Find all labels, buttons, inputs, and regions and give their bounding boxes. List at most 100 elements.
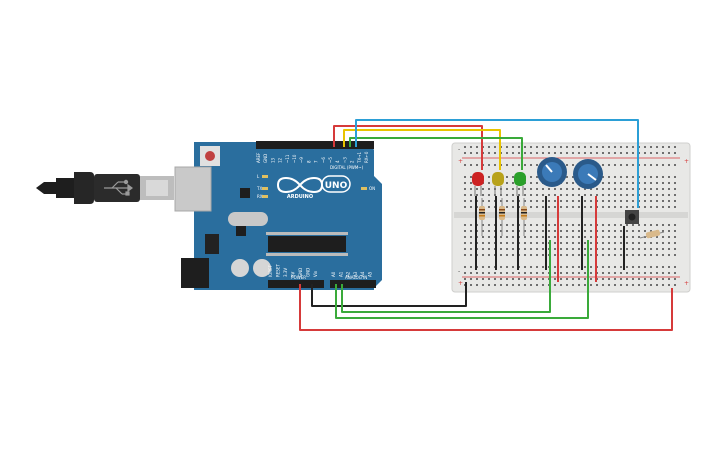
led-green-body xyxy=(514,172,526,186)
led-red[interactable] xyxy=(472,172,484,196)
resistor-pushbutton[interactable] xyxy=(639,229,665,239)
pin-label: 3.3V xyxy=(283,268,288,277)
wire-green-led[interactable] xyxy=(349,137,523,170)
top-power-rail-minus[interactable] xyxy=(462,146,680,154)
wires xyxy=(299,119,673,331)
pin-label: ~9 xyxy=(299,157,304,163)
capacitor-1 xyxy=(231,259,249,277)
pin-label: 4 xyxy=(335,160,340,163)
analog-pin-header[interactable] xyxy=(330,280,376,288)
led-tx-label: TX xyxy=(256,186,262,191)
digital-pin-header[interactable] xyxy=(256,141,374,149)
uno-badge xyxy=(321,175,351,193)
digital-header-label: DIGITAL (PWM~) xyxy=(330,165,364,170)
resistor-green-led[interactable] xyxy=(521,198,527,236)
led-l xyxy=(262,175,268,178)
potentiometer-2-knob-indicator xyxy=(587,173,597,181)
pin-label: A0 xyxy=(331,271,336,277)
potentiometer-2[interactable] xyxy=(573,159,603,189)
wire-red-led[interactable] xyxy=(333,125,483,170)
reset-button[interactable] xyxy=(205,151,215,161)
red-jumper-wires xyxy=(557,196,597,282)
pin-label: 7 xyxy=(314,160,319,163)
usb-connector-shine xyxy=(146,180,168,196)
potentiometer-1-knob-indicator xyxy=(545,164,553,173)
usb-cable-boot xyxy=(56,178,74,198)
pin-label: ~3 xyxy=(342,157,347,163)
usb-cable-strain-relief xyxy=(36,182,56,194)
pin-label: ~5 xyxy=(328,157,333,163)
atmega-chip xyxy=(268,236,346,252)
top-rail-plus-label-right: + xyxy=(684,158,689,165)
board-brand-label: ARDUINO xyxy=(287,194,313,200)
top-power-rail-plus[interactable] xyxy=(462,160,680,168)
wire-green-a1[interactable] xyxy=(341,240,551,313)
pin-label: 13 xyxy=(270,157,275,163)
wire-blue-button[interactable] xyxy=(355,119,639,208)
top-rail-minus-label: - xyxy=(458,146,460,153)
resistor-red-led[interactable] xyxy=(479,198,485,236)
pin-label: AREF xyxy=(256,152,261,163)
bottom-power-rail-minus[interactable] xyxy=(462,266,680,274)
breadboard: + - + - + + xyxy=(451,142,691,293)
arduino-board[interactable]: UNO ARDUINO DIGITAL (PWM~) POWER ANALOG … xyxy=(174,141,382,290)
led-rx xyxy=(262,195,268,198)
led-green[interactable] xyxy=(514,172,526,196)
usb-plug-body xyxy=(74,172,94,204)
voltage-regulator xyxy=(205,234,219,254)
bottom-rail-plus-label: + xyxy=(458,280,463,287)
arduino-logo-icon xyxy=(276,176,324,194)
bottom-rail-minus-label: - xyxy=(458,268,460,275)
bottom-terminal-strip[interactable] xyxy=(462,224,680,256)
wire-red-5v[interactable] xyxy=(299,284,673,331)
pin-label: Vin xyxy=(313,270,318,277)
wire-yellow-led[interactable] xyxy=(343,129,501,170)
usb-b-port xyxy=(174,166,212,212)
usb-chip xyxy=(240,188,250,198)
led-rx-label: RX xyxy=(257,194,263,199)
pin-label: A1 xyxy=(338,271,343,277)
pin-label: GND xyxy=(263,154,268,163)
pin-label: GND xyxy=(306,268,311,277)
power-header-label: POWER xyxy=(291,275,306,280)
bottom-rail-plus-label-right: + xyxy=(684,280,689,287)
pin-label: IOREF xyxy=(268,264,273,277)
power-pin-header[interactable] xyxy=(268,280,324,288)
top-rail-plus-label: + xyxy=(458,158,463,165)
chip-socket-bottom xyxy=(266,253,348,256)
bottom-power-rail-plus[interactable] xyxy=(462,278,680,286)
usb-cable xyxy=(36,172,174,204)
potentiometer-1[interactable] xyxy=(537,157,567,187)
pin-label: RESET xyxy=(276,264,281,277)
led-tx xyxy=(262,187,268,190)
pin-label: A2 xyxy=(346,271,351,277)
pin-label: 12 xyxy=(278,157,283,163)
pushbutton[interactable] xyxy=(625,210,639,224)
pin-label: 5V xyxy=(291,271,296,277)
pin-label: ~11 xyxy=(285,154,290,163)
led-yellow-body xyxy=(492,172,504,186)
led-l-label: L xyxy=(257,174,260,179)
resistor-yellow-led[interactable] xyxy=(499,198,505,236)
pin-label: GND xyxy=(298,268,303,277)
dc-power-jack xyxy=(181,258,209,288)
analog-header-label: ANALOG IN xyxy=(345,275,367,280)
pin-label: ~10 xyxy=(292,154,297,163)
board-model-label: UNO xyxy=(325,181,348,191)
led-on xyxy=(361,187,367,190)
small-chip xyxy=(236,226,246,236)
center-channel xyxy=(454,212,688,218)
pin-label: A4 xyxy=(360,271,365,277)
led-red-body xyxy=(472,172,484,186)
pin-label: 8 xyxy=(306,160,311,163)
pin-label: ~6 xyxy=(321,157,326,163)
wire-green-a0[interactable] xyxy=(335,240,589,319)
wire-black-gnd[interactable] xyxy=(311,282,467,307)
pin-label: TX→1 xyxy=(357,151,362,164)
led-yellow[interactable] xyxy=(492,172,504,196)
pin-label: A3 xyxy=(353,271,358,277)
